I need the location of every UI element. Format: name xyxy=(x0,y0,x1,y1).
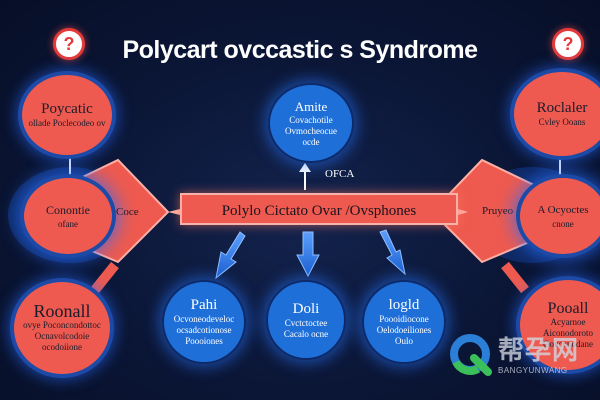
watermark-subtext: BANGYUNWANG xyxy=(498,366,568,375)
node-bottom-2: Doli Cvctctoctee Cacalo ocne xyxy=(266,280,346,360)
node-left-bottom: Roonall ovye Poconcondottoc Ocnavolcodoi… xyxy=(14,282,110,374)
diagram-title: Polycart ovccastic s Syndrome xyxy=(122,36,478,64)
arrow-up-head xyxy=(299,163,311,172)
arrow-down-right xyxy=(379,229,406,276)
node-top-center: Amite Covachotile Ovmocheocue ocde xyxy=(268,83,354,163)
node-left-mid: Conontie ofane xyxy=(24,178,112,254)
left-diamond-label: Coce xyxy=(116,206,139,218)
connector-right-bottom xyxy=(501,261,529,294)
watermark: 帮孕网 BANGYUNWANG xyxy=(448,328,598,384)
question-icon-left: ? xyxy=(53,28,85,60)
center-bar: Polylo Cictato Ovar /Ovsphones xyxy=(180,193,458,225)
ofca-label: OFCA xyxy=(325,168,355,180)
node-bottom-3: logld Poooidiocone Oelodoeiliones Oulo xyxy=(362,280,446,364)
node-bottom-1: Pahi Ocvoneodeveloc ocsadcotionose Poooi… xyxy=(162,280,246,364)
bar-right-arrow xyxy=(458,209,468,215)
watermark-text: 帮孕网 xyxy=(498,335,580,365)
bar-left-arrow xyxy=(168,209,180,215)
watermark-logo-icon xyxy=(450,334,492,376)
connector-left-bottom xyxy=(91,261,119,294)
question-icon-right: ? xyxy=(552,28,584,60)
node-left-top: Poycatic ollade Poclecodeo ov xyxy=(22,75,112,155)
node-right-top: Roclaler Cvley Ooans xyxy=(514,72,600,156)
node-right-mid: A Ocyoctes cnone xyxy=(520,178,600,254)
arrow-down-center xyxy=(296,231,320,278)
node-right-bottom: Pooall Acyarnoe Aiconodoroto Oovconodane xyxy=(520,280,600,370)
arrow-down-left xyxy=(215,231,246,280)
right-diamond-label: Pruyeo xyxy=(482,205,514,217)
